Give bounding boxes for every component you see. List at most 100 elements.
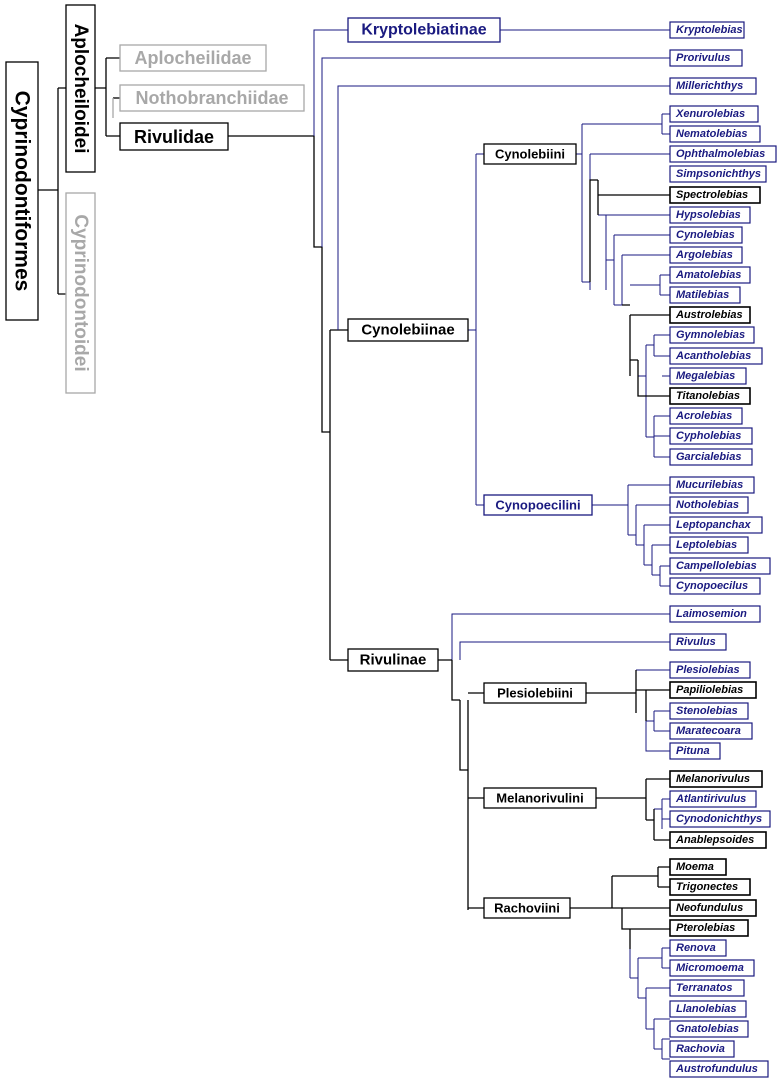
genus-box bbox=[669, 496, 749, 514]
genus-label: Moema bbox=[676, 861, 714, 873]
genus-leptolebias: Leptolebias bbox=[669, 536, 749, 554]
order-node: Cyprinodontiformes bbox=[5, 61, 39, 321]
genus-box bbox=[669, 306, 751, 324]
genus-label: Laimosemion bbox=[676, 608, 747, 620]
genus-label: Hypsolebias bbox=[676, 209, 741, 221]
genus-box bbox=[669, 959, 755, 977]
genus-box bbox=[669, 810, 771, 828]
genus-box bbox=[669, 21, 745, 39]
genus-cynodonichthys: Cynodonichthys bbox=[669, 810, 771, 828]
genus-label: Papiliolebias bbox=[676, 684, 743, 696]
genus-austrolebias: Austrolebias bbox=[669, 306, 751, 324]
subfamily-kryptolebiatinae-label: Kryptolebiatinae bbox=[361, 22, 486, 39]
genus-mucurilebias: Mucurilebias bbox=[669, 476, 755, 494]
genus-laimosemion: Laimosemion bbox=[669, 605, 761, 623]
genus-xenurolebias: Xenurolebias bbox=[669, 105, 759, 123]
genus-label: Xenurolebias bbox=[675, 108, 745, 120]
genus-ophthalmolebias: Ophthalmolebias bbox=[669, 145, 777, 163]
genus-gnatolebias: Gnatolebias bbox=[669, 1020, 749, 1038]
tribe-plesiolebiini: Plesiolebiini bbox=[483, 682, 587, 704]
genus-label: Pituna bbox=[676, 745, 710, 757]
genus-box bbox=[669, 77, 757, 95]
genus-label: Gymnolebias bbox=[676, 329, 745, 341]
genus-label: Prorivulus bbox=[676, 52, 730, 64]
genus-terranatos: Terranatos bbox=[669, 979, 745, 997]
genus-titanolebias: Titanolebias bbox=[669, 387, 751, 405]
genus-box bbox=[669, 367, 747, 385]
genus-label: Trigonectes bbox=[676, 881, 738, 893]
suborder-cyprinodontoidei-label: Cyprinodontoidei bbox=[70, 214, 91, 371]
genus-box bbox=[669, 186, 761, 204]
tribe-cynolebiini-label: Cynolebiini bbox=[495, 147, 565, 162]
genus-label: Ophthalmolebias bbox=[676, 148, 765, 160]
genus-box bbox=[669, 448, 753, 466]
genus-label: Gnatolebias bbox=[676, 1023, 739, 1035]
genus-label: Leptopanchax bbox=[676, 519, 751, 531]
genus-neofundulus: Neofundulus bbox=[669, 899, 757, 917]
genus-box bbox=[669, 427, 753, 445]
genus-cynolebias: Cynolebias bbox=[669, 226, 743, 244]
genus-box bbox=[669, 387, 751, 405]
tribe-melanorivulini: Melanorivulini bbox=[483, 787, 597, 809]
genus-box bbox=[669, 790, 757, 808]
genus-box bbox=[669, 407, 743, 425]
genus-box bbox=[669, 476, 755, 494]
genus-label: Cynodonichthys bbox=[676, 813, 762, 825]
tribe-plesiolebiini-label: Plesiolebiini bbox=[497, 686, 573, 701]
genus-gymnolebias: Gymnolebias bbox=[669, 326, 755, 344]
genus-label: Cynopoecilus bbox=[676, 580, 748, 592]
genus-argolebias: Argolebias bbox=[669, 246, 743, 264]
genus-austrofundulus: Austrofundulus bbox=[669, 1060, 769, 1078]
genus-pterolebias: Pterolebias bbox=[669, 919, 749, 937]
genus-kryptolebias: Kryptolebias bbox=[669, 21, 745, 39]
genus-box bbox=[669, 326, 755, 344]
genus-box bbox=[669, 661, 751, 679]
genus-label: Rachovia bbox=[676, 1043, 725, 1055]
genus-label: Mucurilebias bbox=[676, 479, 743, 491]
genus-plesiolebias: Plesiolebias bbox=[669, 661, 751, 679]
genus-label: Melanorivulus bbox=[676, 773, 750, 785]
genus-box bbox=[669, 266, 751, 284]
genus-label: Anablepsoides bbox=[675, 834, 754, 846]
subfamily-kryptolebiatinae: Kryptolebiatinae bbox=[347, 17, 501, 43]
genus-label: Acrolebias bbox=[675, 410, 732, 422]
suborder-aplocheiloidei-label: Aplocheiloidei bbox=[70, 24, 91, 154]
genus-label: Llanolebias bbox=[676, 1003, 737, 1015]
family-aplocheilidae: Aplocheilidae bbox=[119, 44, 267, 72]
genus-acantholebias: Acantholebias bbox=[669, 347, 763, 365]
genus-nematolebias: Nematolebias bbox=[669, 125, 761, 143]
genus-leptopanchax: Leptopanchax bbox=[669, 516, 763, 534]
genus-label: Argolebias bbox=[675, 249, 733, 261]
genus-box bbox=[669, 49, 743, 67]
genus-label: Cynolebias bbox=[676, 229, 735, 241]
genus-label: Plesiolebias bbox=[676, 664, 740, 676]
family-rivulidae: Rivulidae bbox=[119, 122, 229, 151]
genus-label: Pterolebias bbox=[676, 922, 735, 934]
genus-box bbox=[669, 1040, 735, 1058]
genus-moema: Moema bbox=[669, 858, 727, 876]
subfamily-rivulinae: Rivulinae bbox=[347, 648, 439, 672]
genus-box bbox=[669, 702, 749, 720]
genus-cynopoecilus: Cynopoecilus bbox=[669, 577, 761, 595]
genus-acrolebias: Acrolebias bbox=[669, 407, 743, 425]
suborder-aplocheiloidei: Aplocheiloidei bbox=[65, 4, 96, 173]
genus-label: Terranatos bbox=[676, 982, 732, 994]
genus-box bbox=[669, 145, 777, 163]
genus-amatolebias: Amatolebias bbox=[669, 266, 751, 284]
genus-cypholebias: Cypholebias bbox=[669, 427, 753, 445]
genus-box bbox=[669, 125, 761, 143]
genus-box bbox=[669, 722, 753, 740]
genus-llanolebias: Llanolebias bbox=[669, 1000, 747, 1018]
genus-box bbox=[669, 899, 757, 917]
genus-prorivulus: Prorivulus bbox=[669, 49, 743, 67]
genus-notholebias: Notholebias bbox=[669, 496, 749, 514]
genus-box bbox=[669, 165, 767, 183]
genus-simpsonichthys: Simpsonichthys bbox=[669, 165, 767, 183]
genus-box bbox=[669, 536, 749, 554]
genus-melanorivulus: Melanorivulus bbox=[669, 770, 763, 788]
genus-label: Austrolebias bbox=[675, 309, 743, 321]
family-rivulidae-label: Rivulidae bbox=[134, 127, 214, 147]
genus-rivulus: Rivulus bbox=[669, 633, 727, 651]
genus-label: Matilebias bbox=[676, 289, 729, 301]
